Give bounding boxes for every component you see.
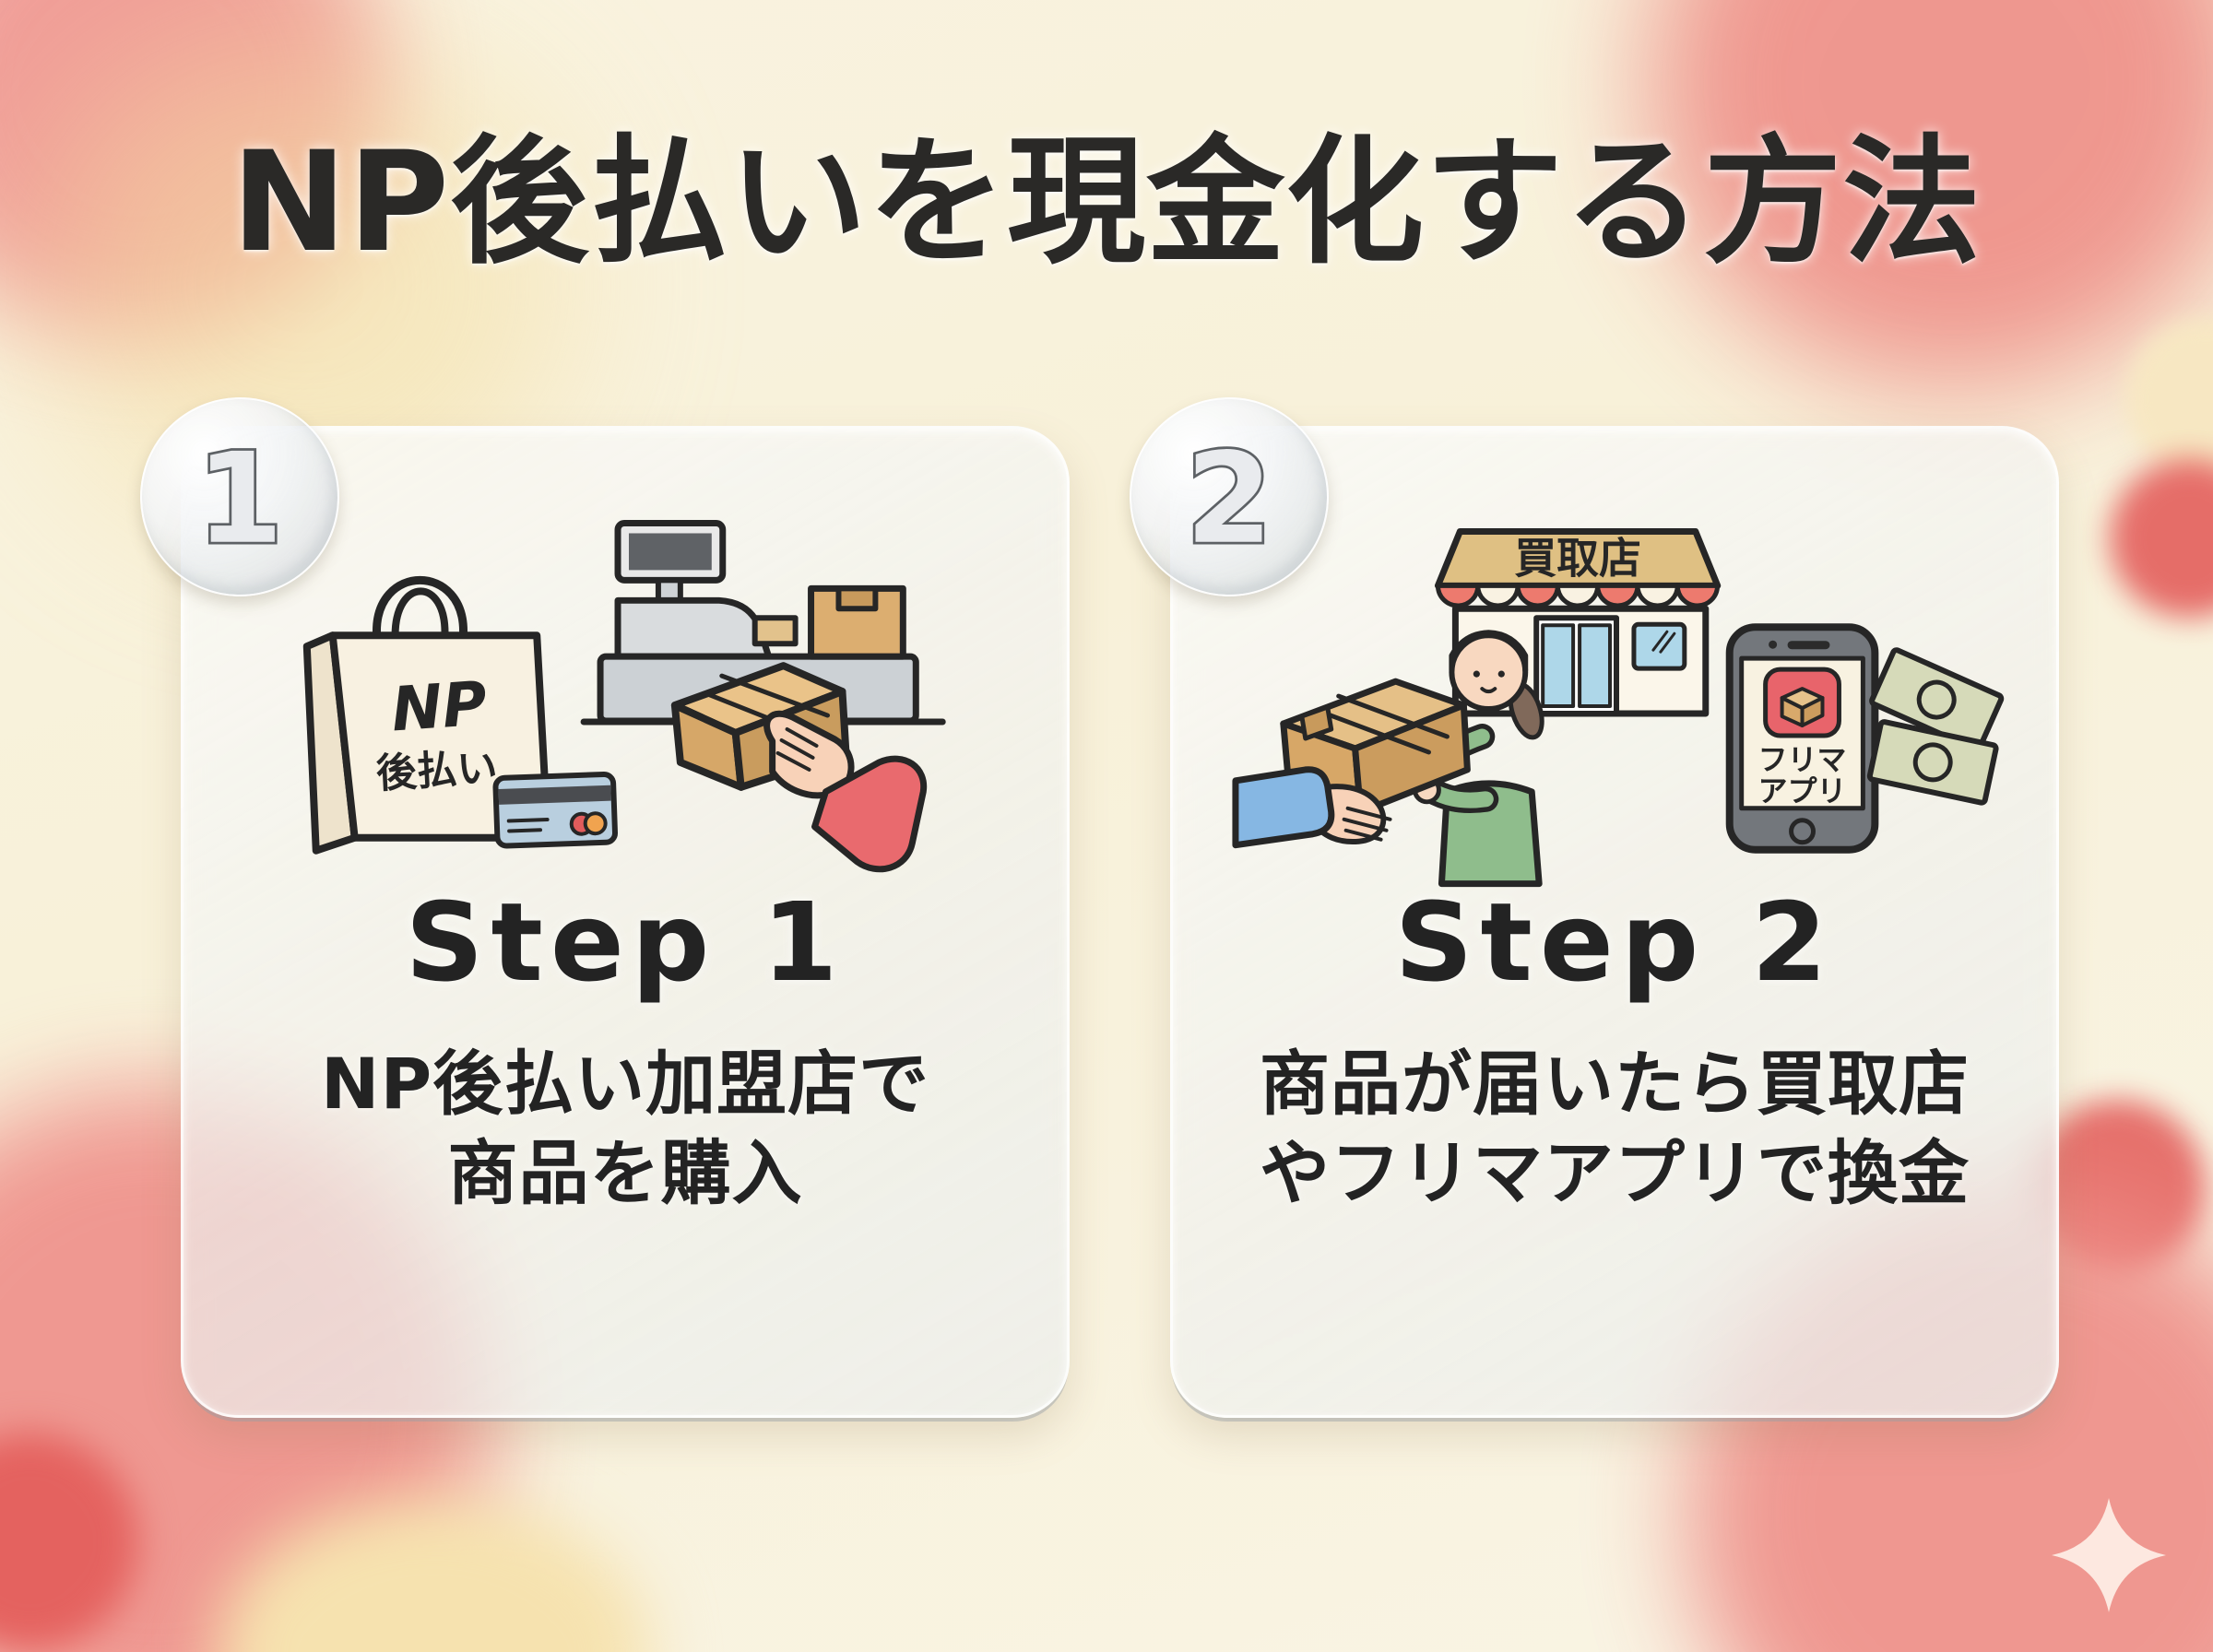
background-circle-bottom-left-red xyxy=(0,1434,138,1650)
bag-caption-text: 後払い xyxy=(375,744,499,797)
smartphone-icon: フリマ アプリ xyxy=(1725,623,1879,854)
step-2-badge-number: 2 xyxy=(1186,426,1272,572)
app-caption-line1: フリマ xyxy=(1758,742,1847,777)
background-circle-right-red xyxy=(2110,459,2213,618)
step-1-description-line1: NP後払い加盟店で xyxy=(320,1043,930,1125)
delivery-hand-icon xyxy=(1232,766,1392,849)
step-2-description-line2: やフリマアプリで換金 xyxy=(1260,1132,1970,1215)
step-1-title: Step 1 xyxy=(405,879,846,1006)
page-title: NP後払いを現金化する方法 xyxy=(231,123,1982,283)
blue-sleeve xyxy=(1232,766,1335,849)
storefront-icon: 買取店 xyxy=(1434,527,1722,717)
money-bills-icon xyxy=(1866,647,2005,806)
step-2-description-line1: 商品が届いたら買取店 xyxy=(1260,1043,1970,1125)
home-button xyxy=(1789,818,1817,845)
step-2-description: 商品が届いたら買取店 やフリマアプリで換金 xyxy=(1173,1039,2056,1219)
step-card-2: 2 買取店 xyxy=(1130,397,2059,1418)
step-card-1: 1 xyxy=(140,397,1070,1418)
step-1-badge-number: 1 xyxy=(196,426,283,572)
credit-card-icon xyxy=(492,771,618,849)
step-2-badge: 2 xyxy=(1130,397,1329,596)
step-1-description-line2: 商品を購入 xyxy=(447,1132,803,1215)
parcel-on-counter-icon xyxy=(808,584,906,660)
app-caption-line2: アプリ xyxy=(1758,773,1847,808)
np-logo-text: NP xyxy=(389,667,489,745)
background-circle-right-cream xyxy=(2125,318,2213,479)
step-2-title: Step 2 xyxy=(1394,879,1835,1006)
step-1-illustration: NP 後払い xyxy=(220,512,1030,943)
step-1-badge: 1 xyxy=(140,397,339,596)
sparkle-icon xyxy=(2052,1498,2166,1612)
step-2-illustration: 買取店 xyxy=(1210,512,2019,943)
store-sign-text: 買取店 xyxy=(1514,533,1641,583)
background-ellipse-bottom-cream xyxy=(217,1498,650,1652)
step-1-description: NP後払い加盟店で 商品を購入 xyxy=(183,1039,1067,1219)
red-sleeve xyxy=(811,755,928,873)
awning-scallops xyxy=(1435,583,1721,608)
flea-market-app-icon xyxy=(1763,667,1841,738)
package-handover-icon xyxy=(670,662,928,873)
store-window xyxy=(1631,621,1687,671)
